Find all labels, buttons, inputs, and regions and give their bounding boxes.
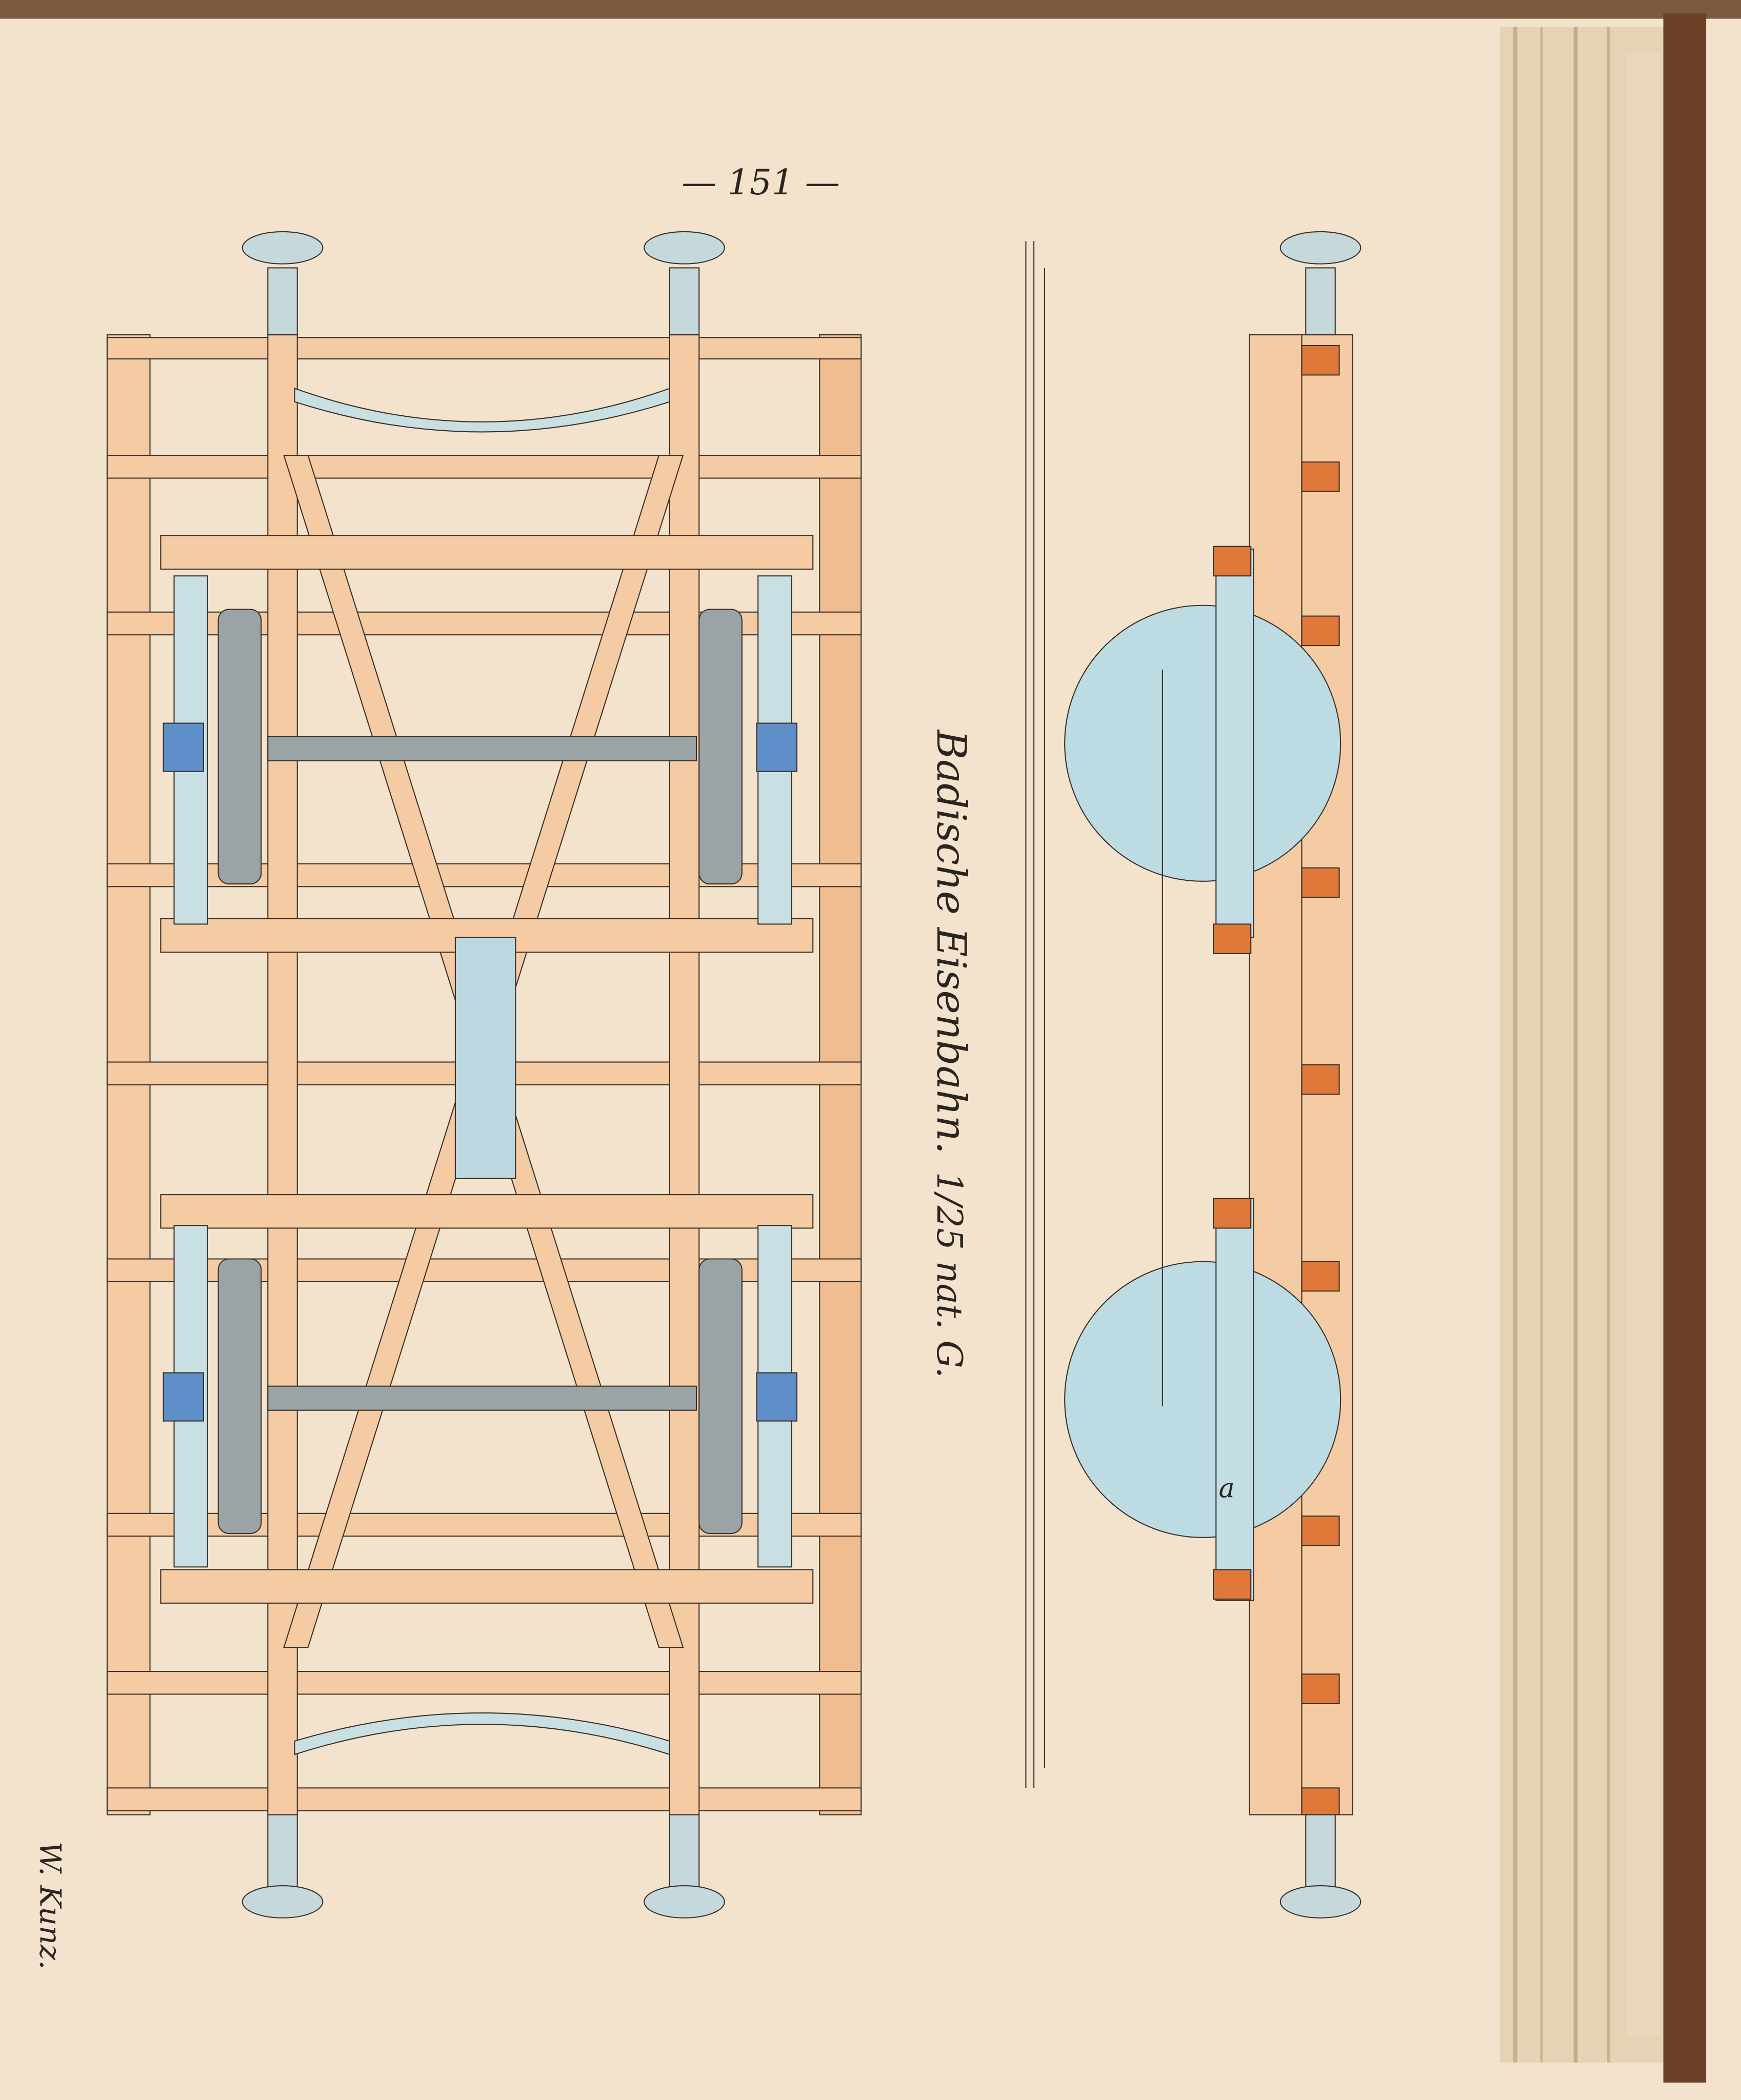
axle-boxes: [163, 722, 797, 1422]
book-cover: [1663, 13, 1707, 2083]
detail-label-a: a: [1219, 1473, 1235, 1504]
page-stack-edges: [1499, 13, 1707, 2083]
wheels-and-axles: [217, 609, 743, 1534]
buffers: [242, 231, 725, 1919]
artist-signature: W. Kunz.: [33, 1842, 67, 1970]
springs: [173, 388, 792, 1755]
wheel-front: [1064, 604, 1342, 882]
copper-blocks: [1213, 345, 1340, 1815]
side-elevation: [1025, 231, 1362, 1919]
title-block: Badische Eisenbahn. 1/25 nat. G.: [928, 729, 974, 1378]
drawing-scale: 1/25 nat. G.: [929, 1172, 969, 1378]
page-number: — 151 —: [682, 163, 839, 203]
drawing-title: Badische Eisenbahn.: [928, 729, 974, 1154]
plan-view: [106, 231, 862, 1919]
top-edge: [0, 0, 1741, 19]
side-buffers: [1279, 231, 1362, 1919]
wheel-rear: [1064, 1261, 1342, 1538]
